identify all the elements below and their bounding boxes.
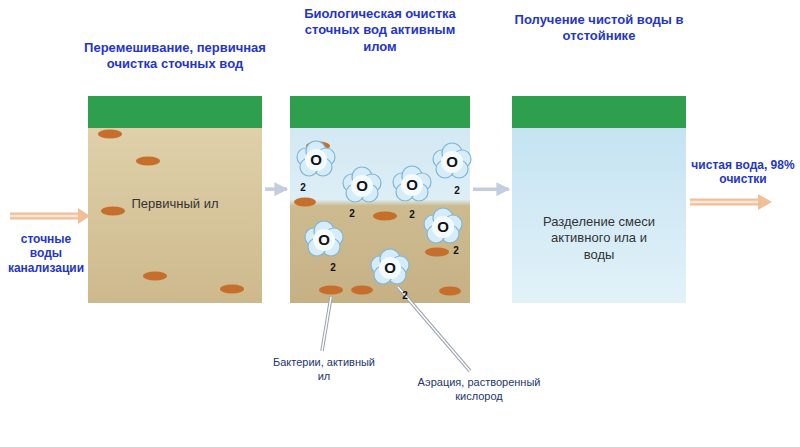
process-tank: Получение чистой воды в отстойникеРаздел… bbox=[512, 96, 686, 303]
oxygen-symbol: O bbox=[314, 230, 334, 250]
subscript-number-box: 2 bbox=[399, 289, 411, 303]
subscript-number: 2 bbox=[346, 207, 358, 221]
inflow-label-box: сточные воды канализации bbox=[4, 232, 88, 275]
bubble-core bbox=[379, 257, 401, 279]
subscript-number: 2 bbox=[327, 261, 339, 275]
inflow-arrow bbox=[10, 208, 90, 224]
stage-heading-box: Биологическая очистка сточных вод активн… bbox=[295, 6, 465, 55]
oxygen-symbol-box: O bbox=[402, 175, 422, 195]
callout-label: Аэрация, растворенный кислород bbox=[406, 376, 552, 404]
oxygen-bubble bbox=[305, 221, 343, 256]
flow-arrow bbox=[265, 187, 287, 191]
outflow-label-box: чистая вода, 98% очистки bbox=[690, 158, 796, 187]
oxygen-symbol: O bbox=[352, 176, 372, 196]
bubble-core bbox=[351, 175, 373, 197]
bacteria-flakes bbox=[98, 130, 461, 296]
oxygen-symbol-box: O bbox=[352, 176, 372, 196]
subscript-number-box: 2 bbox=[450, 244, 462, 258]
bubble-core bbox=[313, 229, 335, 251]
callout-label-box: Бактерии, активный ил bbox=[266, 356, 382, 384]
subscript-number-box: 2 bbox=[346, 207, 358, 221]
stage-heading: Получение чистой воды в отстойнике bbox=[514, 12, 684, 45]
outflow-label: чистая вода, 98% очистки bbox=[690, 158, 796, 187]
sludge-label-box: Первичный ил bbox=[88, 196, 262, 212]
bubble-core bbox=[441, 151, 463, 173]
outflow-arrow bbox=[690, 194, 772, 210]
subscript-number-box: 2 bbox=[327, 261, 339, 275]
inflow-label: сточные воды канализации bbox=[4, 232, 88, 275]
subscript-number: 2 bbox=[297, 181, 309, 195]
subscript-number: 2 bbox=[451, 184, 463, 198]
stage-heading: Перемешивание, первичная очистка сточных… bbox=[60, 40, 290, 73]
oxygen-bubble bbox=[371, 249, 409, 284]
subscript-number: 2 bbox=[406, 208, 418, 222]
oxygen-symbol: O bbox=[306, 150, 326, 170]
oxygen-bubble bbox=[343, 167, 381, 202]
subscript-number: 2 bbox=[399, 289, 411, 303]
oxygen-symbol-box: O bbox=[380, 258, 400, 278]
oxygen-symbol-box: O bbox=[306, 150, 326, 170]
sludge-label: Первичный ил bbox=[88, 196, 262, 212]
flow-arrow bbox=[473, 187, 509, 191]
oxygen-bubble bbox=[433, 143, 471, 178]
stage-heading-box: Перемешивание, первичная очистка сточных… bbox=[60, 40, 290, 73]
oxygen-symbol-box: O bbox=[433, 217, 453, 237]
subscript-number: 2 bbox=[450, 244, 462, 258]
subscript-number-box: 2 bbox=[297, 181, 309, 195]
oxygen-bubble bbox=[424, 208, 462, 243]
process-note: Разделение смеси активного ила и воды bbox=[537, 214, 661, 263]
oxygen-symbol-box: O bbox=[442, 152, 462, 172]
callout-label-box: Аэрация, растворенный кислород bbox=[406, 376, 552, 404]
bubble-core bbox=[432, 216, 454, 238]
oxygen-symbol: O bbox=[402, 175, 422, 195]
oxygen-symbol-box: O bbox=[314, 230, 334, 250]
subscript-number-box: 2 bbox=[406, 208, 418, 222]
bubble-core bbox=[401, 174, 423, 196]
process-tank: Перемешивание, первичная очистка сточных… bbox=[88, 96, 262, 303]
stage-heading: Биологическая очистка сточных вод активн… bbox=[295, 6, 465, 55]
callout-label: Бактерии, активный ил bbox=[266, 356, 382, 384]
bubble-core bbox=[305, 149, 327, 171]
oxygen-bubble bbox=[297, 141, 335, 176]
oxygen-symbol: O bbox=[442, 152, 462, 172]
oxygen-symbol: O bbox=[380, 258, 400, 278]
process-note-box: Разделение смеси активного ила и воды bbox=[537, 214, 661, 263]
oxygen-bubbles bbox=[297, 141, 471, 284]
oxygen-bubble bbox=[393, 166, 431, 201]
oxygen-symbol: O bbox=[433, 217, 453, 237]
stage-heading-box: Получение чистой воды в отстойнике bbox=[514, 12, 684, 45]
subscript-number-box: 2 bbox=[451, 184, 463, 198]
